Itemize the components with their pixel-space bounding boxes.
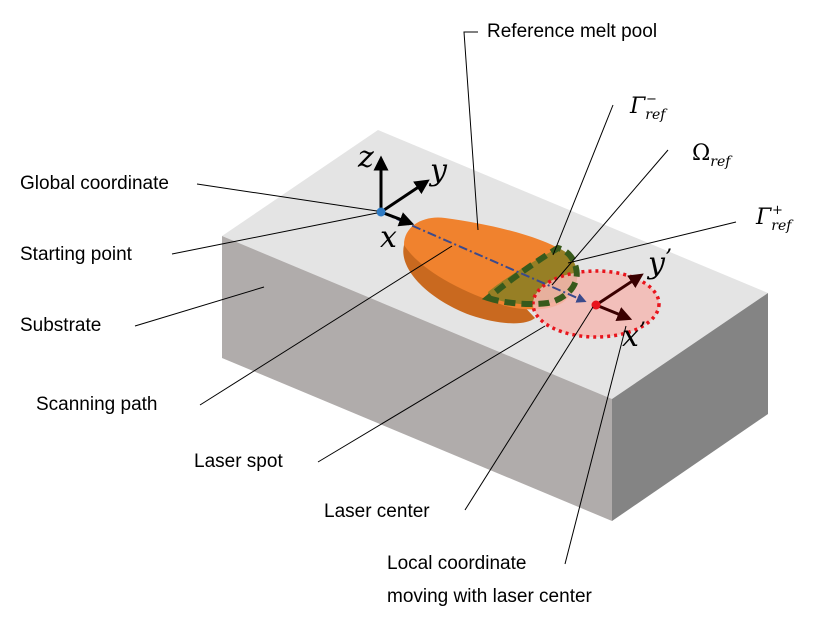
label-scanning-path: Scanning path (36, 394, 158, 415)
label-local-coordinate-line1: Local coordinate (387, 553, 527, 574)
label-substrate: Substrate (20, 315, 102, 336)
local-y-axis (595, 273, 644, 307)
label-laser-spot: Laser spot (194, 451, 283, 472)
scanning-path-line (380, 211, 587, 303)
global-x-axis (380, 210, 415, 227)
label-global-coordinate: Global coordinate (20, 173, 169, 194)
leader-laser-center (464, 306, 594, 511)
axis-label-local-y: y’ (648, 246, 672, 281)
label-local-coordinate-line2: moving with laser center (387, 586, 592, 607)
leader-gamma-plus (567, 221, 737, 264)
global-origin-dot (376, 207, 386, 217)
leader-scanning-path (199, 245, 453, 406)
leader-starting-point (171, 212, 378, 255)
local-x-axis (595, 303, 633, 321)
axis-label-local-x: x’ (622, 319, 646, 354)
label-gamma-ref-minus: Γref− (630, 92, 665, 122)
local-y-prime: ’ (664, 246, 672, 271)
leader-reference-melt-pool (463, 31, 479, 231)
leader-local-coordinate (564, 325, 627, 565)
leader-substrate (134, 286, 265, 327)
local-x-letter: x (622, 319, 639, 354)
gamma-plus-sub: ref (771, 218, 792, 234)
leader-laser-spot (317, 325, 546, 463)
leader-gamma-minus (552, 104, 614, 256)
gamma-minus-sup: − (646, 92, 657, 107)
substrate-side-face (612, 293, 768, 521)
axis-label-global-z: z (358, 140, 374, 175)
local-y-letter: y (648, 246, 665, 281)
gamma-minus-sub: ref (645, 107, 666, 123)
gamma-ref-boundary (481, 244, 580, 308)
axis-label-global-x: x (380, 220, 397, 255)
omega-sub: ref (710, 154, 731, 170)
gamma-plus-sup: + (772, 203, 783, 218)
label-gamma-ref-plus: Γref+ (756, 203, 791, 233)
gamma-plus-base: Γ (756, 205, 772, 230)
axis-label-global-y: y (430, 153, 447, 188)
laser-center-dot (591, 300, 601, 310)
omega-base: Ω (692, 141, 711, 166)
global-y-axis (380, 179, 430, 214)
label-laser-center: Laser center (324, 501, 430, 522)
local-x-prime: ’ (638, 319, 646, 344)
leader-global-coordinate (196, 183, 378, 212)
gamma-minus-base: Γ (630, 94, 646, 119)
substrate-front-face (222, 236, 612, 521)
label-starting-point: Starting point (20, 244, 132, 265)
label-omega-ref: Ωref (692, 141, 730, 170)
laser-spot-edge (531, 269, 661, 339)
label-reference-melt-pool: Reference melt pool (487, 21, 658, 42)
